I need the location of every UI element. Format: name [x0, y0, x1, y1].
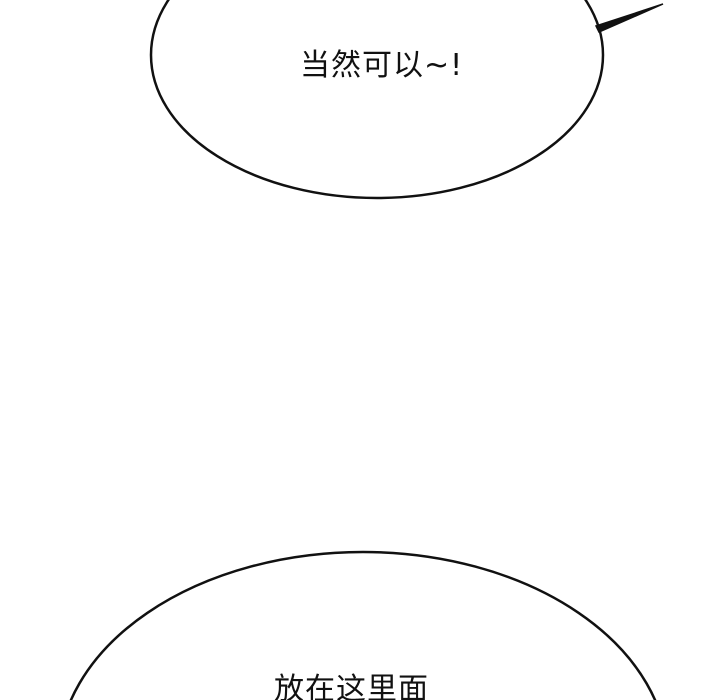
speech-bubble-text-top: 当然可以~!	[300, 48, 464, 83]
speech-bubble-top	[149, 0, 605, 200]
speech-bubble-bottom	[69, 550, 657, 700]
speech-bubble-tail	[594, 3, 664, 33]
speech-bubble-text-bottom: 放在这里面	[274, 672, 429, 700]
